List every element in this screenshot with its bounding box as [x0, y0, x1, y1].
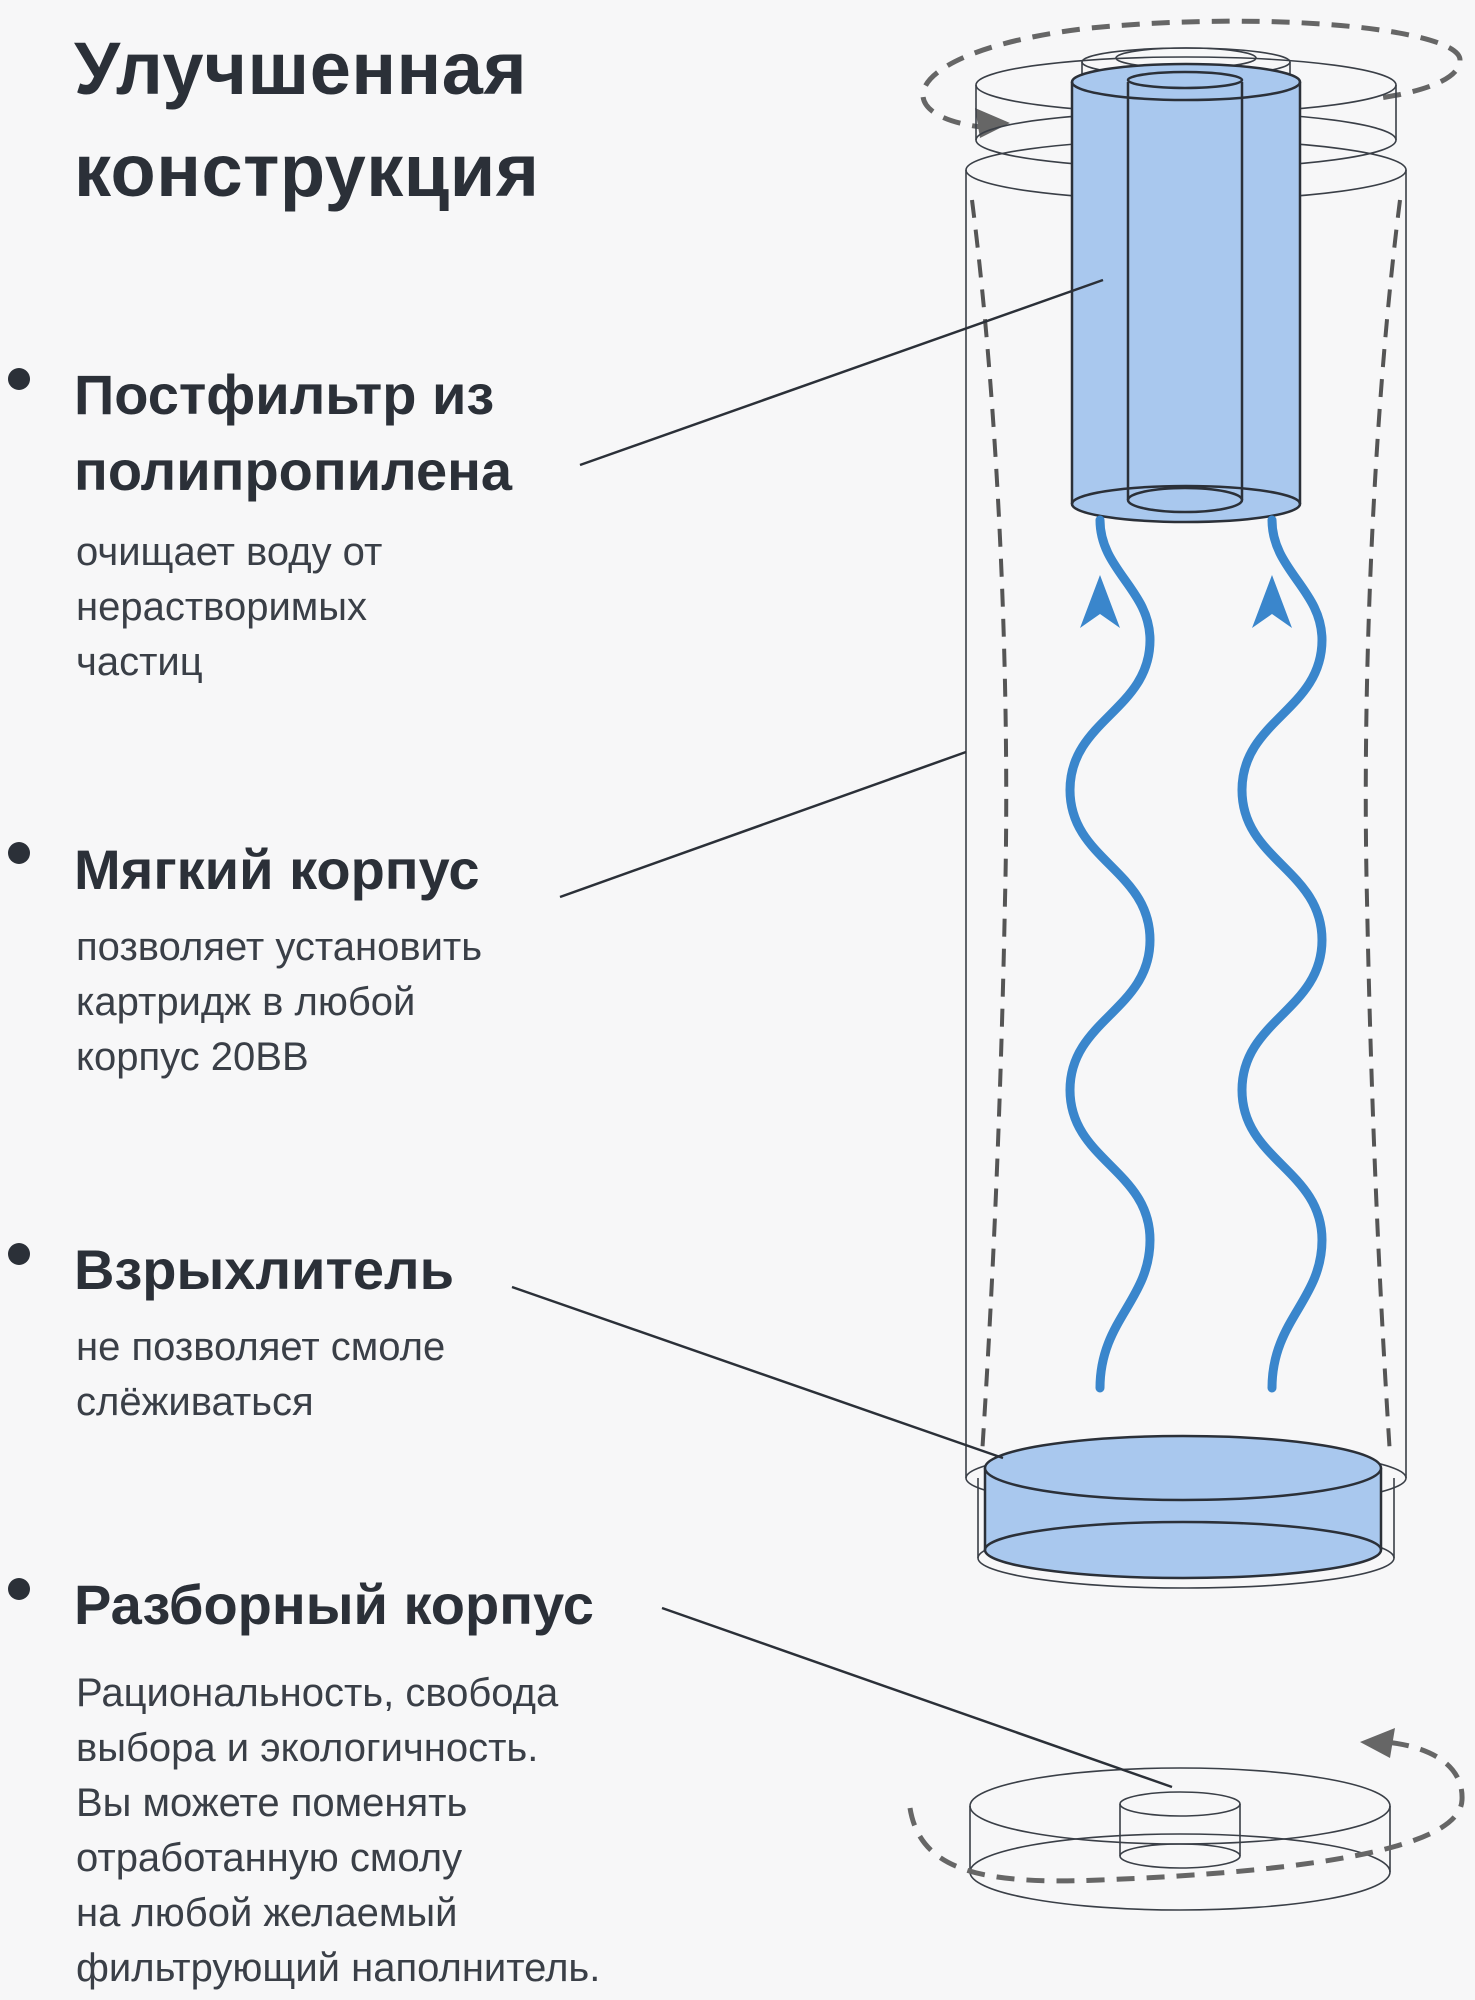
feature-title-collapsible-housing: Разборный корпус: [74, 1567, 594, 1643]
feature-title-soft-housing: Мягкий корпус: [74, 832, 480, 908]
flow-arrowhead-icon: [1080, 575, 1292, 628]
detachable-bottom-cap: [969, 1767, 1391, 1911]
dashed-rotation-arrow-icon: [920, 18, 1463, 138]
bullet-icon: [8, 368, 30, 390]
feature-desc-postfilter: очищает воду от нерастворимых частиц: [76, 525, 382, 690]
feature-title-agitator: Взрыхлитель: [74, 1232, 454, 1308]
feature-title-line: Постфильтр из: [74, 363, 495, 426]
leader-line-collapsible-housing: [661, 1606, 1173, 1789]
feature-desc-line: корпус 20BB: [76, 1035, 309, 1079]
feature-title-postfilter: Постфильтр из полипропилена: [74, 357, 512, 509]
title-line-2: конструкция: [74, 129, 540, 212]
feature-title-line: Взрыхлитель: [74, 1238, 455, 1301]
agitator-disc: [983, 1434, 1383, 1580]
feature-desc-line: позволяет установить: [76, 925, 483, 969]
feature-desc-line: выбора и экологичность.: [76, 1726, 539, 1770]
page-title: Улучшенная конструкция: [74, 18, 539, 222]
feature-desc-line: частиц: [76, 640, 203, 684]
feature-desc-line: слёживаться: [76, 1380, 314, 1424]
bullet-icon: [8, 1578, 30, 1600]
feature-desc-soft-housing: позволяет установить картридж в любой ко…: [76, 920, 482, 1085]
feature-desc-line: очищает воду от: [76, 530, 383, 574]
wavy-flow-arrow-icon: [1065, 515, 1327, 1393]
feature-desc-agitator: не позволяет смоле слёживаться: [76, 1320, 445, 1430]
bullet-icon: [8, 842, 30, 864]
feature-desc-line: Рациональность, свобода: [76, 1671, 559, 1715]
leader-line-postfilter: [579, 278, 1104, 467]
feature-desc-line: картридж в любой: [76, 980, 416, 1024]
feature-title-line: Разборный корпус: [74, 1573, 594, 1636]
feature-title-line: полипропилена: [74, 439, 513, 502]
leader-line-agitator: [511, 1285, 1004, 1460]
feature-desc-line: отработанную смолу: [76, 1836, 463, 1880]
feature-title-line: Мягкий корпус: [74, 838, 480, 901]
bullet-icon: [8, 1243, 30, 1265]
feature-desc-line: фильтрующий наполнитель.: [76, 1946, 601, 1990]
feature-desc-line: нерастворимых: [76, 585, 368, 629]
feature-desc-line: на любой желаемый: [76, 1891, 458, 1935]
title-line-1: Улучшенная: [74, 27, 528, 110]
dashed-rotation-arrow-icon: [907, 1728, 1465, 1884]
feature-desc-collapsible-housing: Рациональность, свобода выбора и экологи…: [76, 1666, 600, 1996]
soft-housing-dashed-outline: [970, 199, 1402, 1456]
leader-lines: [511, 278, 1173, 1789]
leader-line-soft-housing: [559, 750, 967, 899]
feature-desc-line: не позволяет смоле: [76, 1325, 446, 1369]
feature-desc-line: Вы можете поменять: [76, 1781, 468, 1825]
postfilter-cylinder: [1070, 62, 1302, 524]
